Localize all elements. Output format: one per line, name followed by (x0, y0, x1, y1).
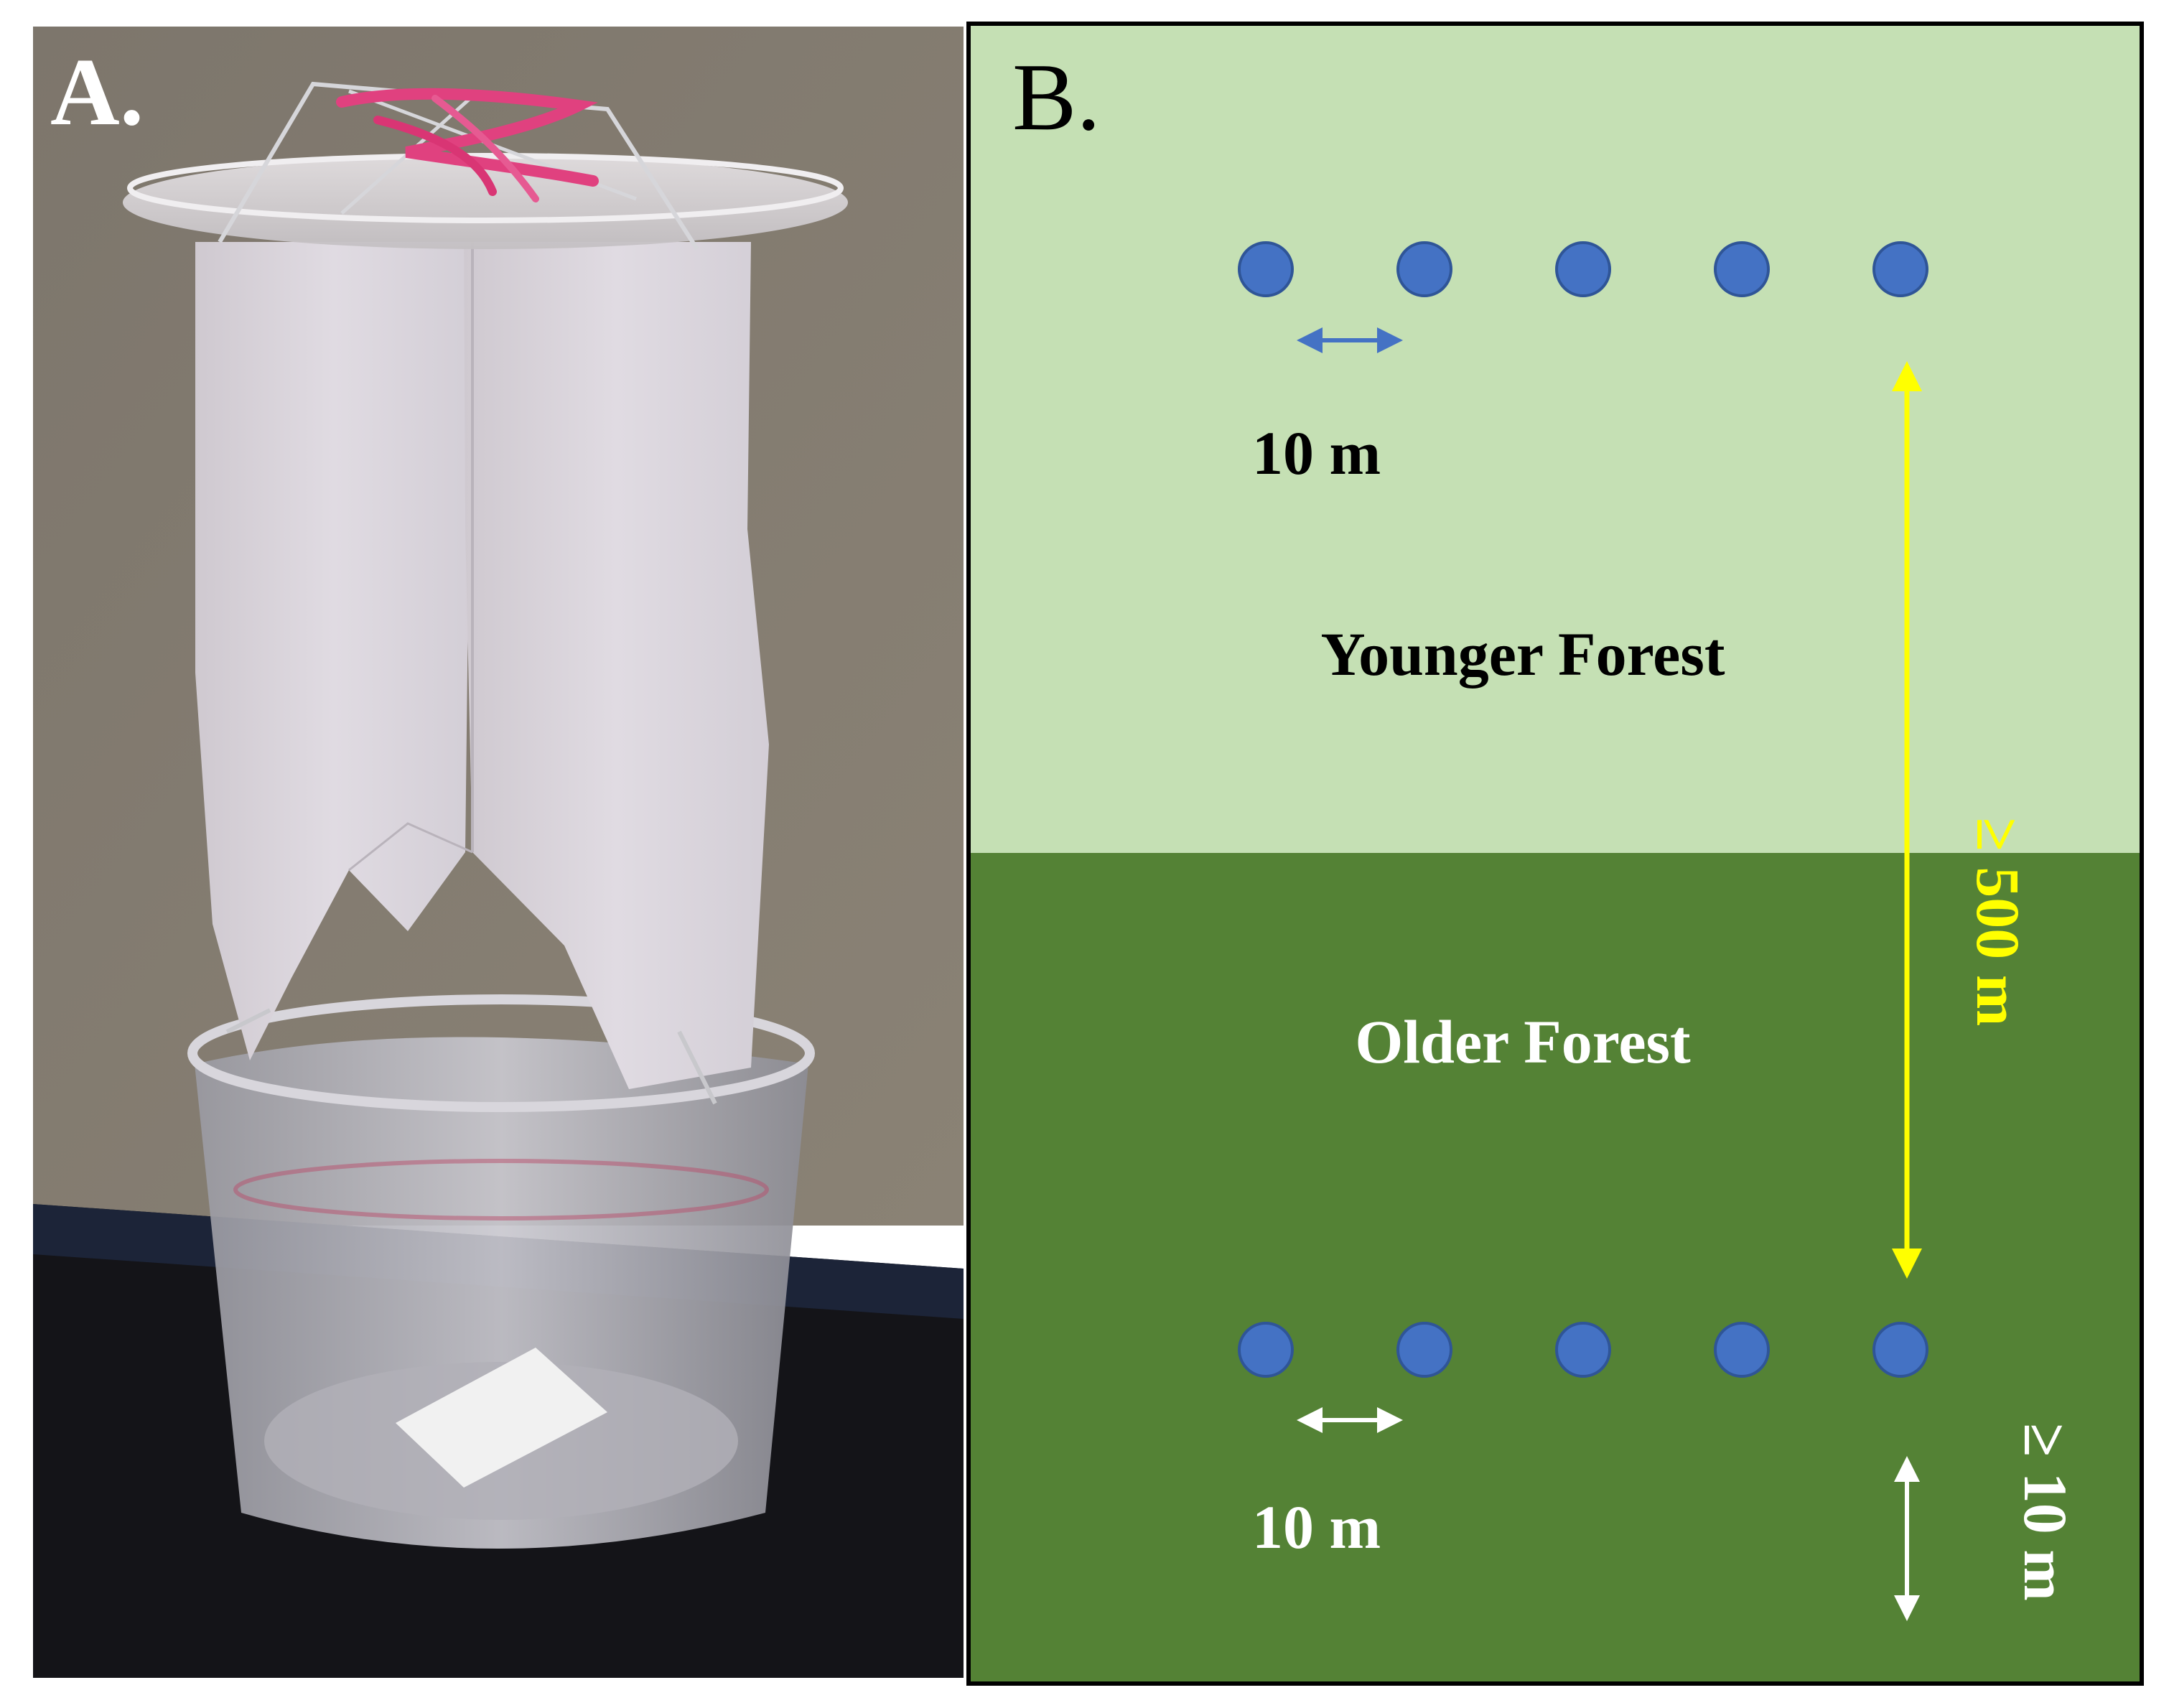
panel-a-label: A. (50, 39, 144, 145)
older-forest-label: Older Forest (1355, 1007, 1691, 1076)
transect-distance-label: ≥ 500 m (1964, 818, 2033, 1027)
panel-a: A. (33, 27, 964, 1678)
older-forest-trap-1 (1238, 1322, 1294, 1378)
pink-string (336, 88, 599, 202)
younger-forest-trap-1 (1238, 241, 1294, 297)
intercept-vanes (195, 242, 769, 1105)
younger-forest-trap-5 (1872, 241, 1928, 297)
older-forest-trap-4 (1714, 1322, 1770, 1378)
younger-forest-trap-3 (1555, 241, 1611, 297)
edge-distance-label: ≥ 10 m (2011, 1423, 2080, 1601)
younger-forest-trap-2 (1396, 241, 1452, 297)
younger-forest-trap-4 (1714, 241, 1770, 297)
older-forest-trap-2 (1396, 1322, 1452, 1378)
younger-forest-label: Younger Forest (1321, 620, 1725, 689)
panel-b: B. 10 m Younger Forest Older Forest ≥ 50… (966, 22, 2144, 1686)
panel-b-border (966, 22, 2144, 1686)
older-forest-trap-3 (1555, 1322, 1611, 1378)
light-reflection (396, 1348, 607, 1488)
older-forest-trap-5 (1872, 1322, 1928, 1378)
trap-spacing-label-older: 10 m (1252, 1493, 1381, 1562)
older-forest-zone (966, 853, 2144, 1686)
trap-photo: A. (33, 27, 964, 1678)
trap-spacing-label-younger: 10 m (1252, 419, 1381, 487)
younger-forest-trap-transect (1238, 241, 1928, 297)
sampling-design-diagram: B. 10 m Younger Forest Older Forest ≥ 50… (966, 22, 2144, 1686)
older-forest-trap-transect (1238, 1322, 1928, 1378)
younger-forest-zone (966, 22, 2144, 853)
panel-b-label: B. (1012, 44, 1101, 150)
collection-cup (187, 994, 815, 1549)
